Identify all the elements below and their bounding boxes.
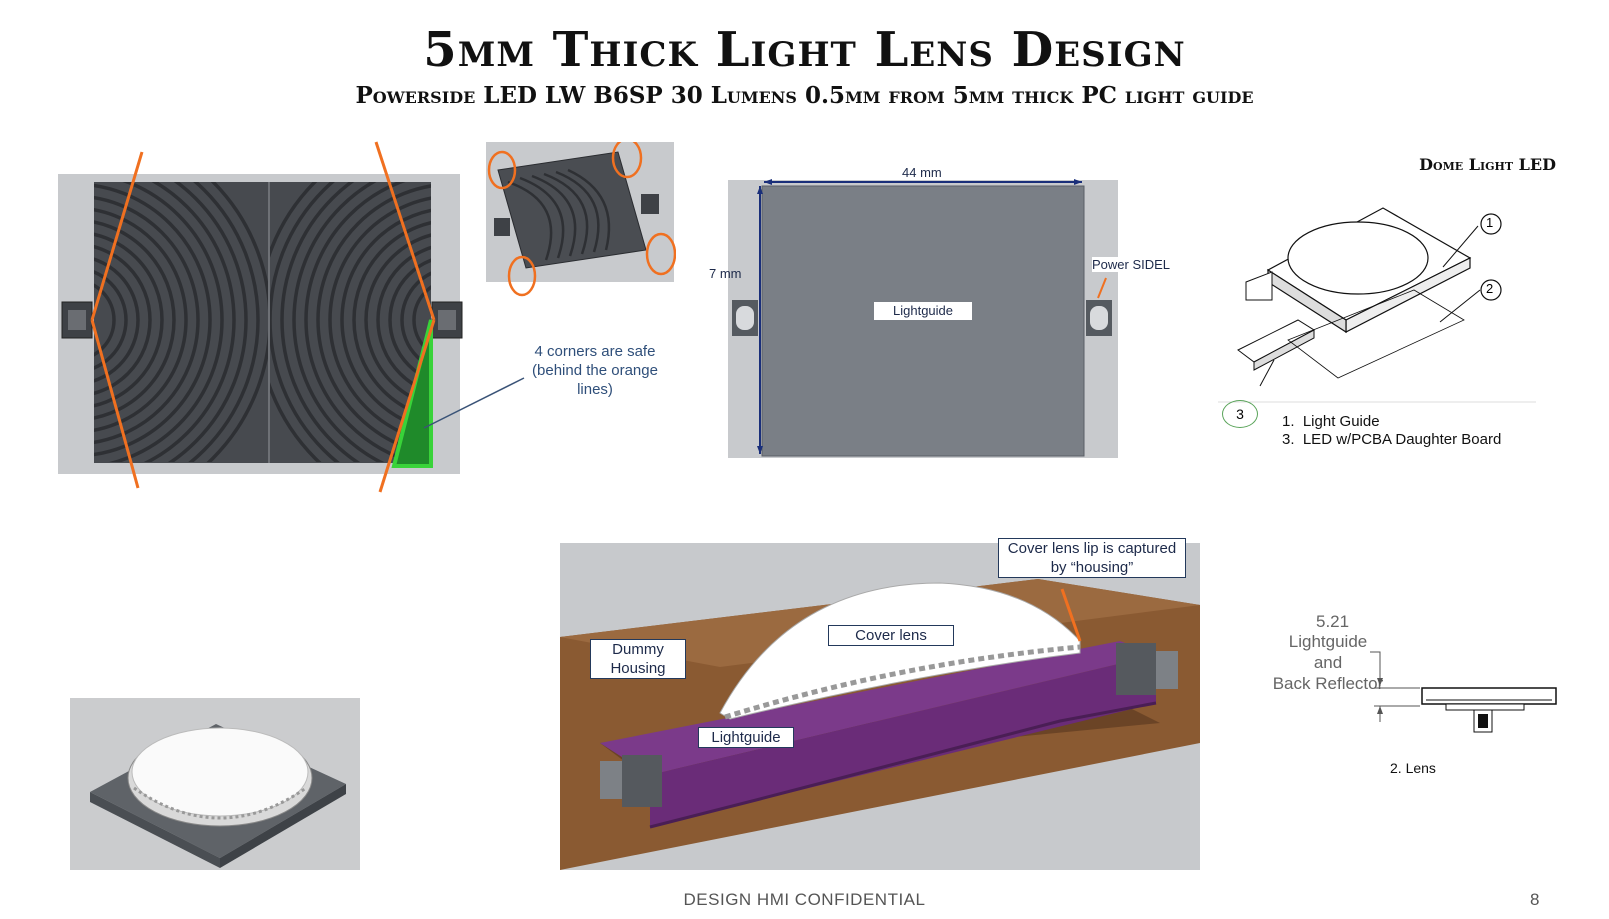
page-title: 5mm Thick Light Lens Design [423,22,1186,78]
lightguide-label: Lightguide [874,302,972,320]
dimension-view: 44 mm 7 mm Lightguide Power SIDEL [706,160,1176,470]
fresnel-iso-view [486,142,676,300]
dome-light-panel: Dome Light LED 1 2 3 1. Light Guide 3. L… [1218,150,1558,460]
corners-safe-note: 4 corners are safe (behind the orange li… [532,343,658,398]
dimension-caption-3: Back Reflector [1272,674,1384,693]
led-label: Power SIDEL [1092,257,1171,272]
dome-legend-3: 3. LED w/PCBA Daughter Board [1282,431,1502,448]
dome-legend-1: 1. Light Guide [1282,413,1380,430]
dimension-value: 5.21 [1316,612,1350,631]
callout-2: 2 [1486,281,1494,296]
dome-light-heading: Dome Light LED [1419,155,1556,174]
page-subtitle: Powerside LED LW B6SP 30 Lumens 0.5mm fr… [355,82,1254,109]
section-dimension-panel: 5.21 Lightguide and Back Reflector 2. Le… [1250,612,1590,802]
page-number: 8 [1530,890,1540,909]
lens-legend: 2. Lens [1390,760,1436,776]
isometric-lens-view [70,698,360,870]
fresnel-top-view: 4 corners are safe (behind the orange li… [14,140,714,495]
cover-lip-note: Cover lens lip is captured by “housing” [998,538,1186,578]
housing-section-view: Cover lens lip is captured by “housing” … [560,538,1200,870]
confidential-footer: DESIGN HMI CONFIDENTIAL [683,890,926,909]
dimension-caption-2: and [1313,653,1343,672]
callout-3: 3 [1222,400,1258,428]
housing-lightguide-label: Lightguide [698,727,794,748]
dimension-caption-1: Lightguide [1288,632,1368,651]
callout-1: 1 [1486,215,1494,230]
dummy-housing-label: Dummy Housing [590,639,686,679]
cover-lens-label: Cover lens [828,625,954,646]
callout-3-number: 3 [1236,406,1244,422]
height-dimension: 7 mm [709,266,742,281]
width-dimension: 44 mm [902,165,942,180]
